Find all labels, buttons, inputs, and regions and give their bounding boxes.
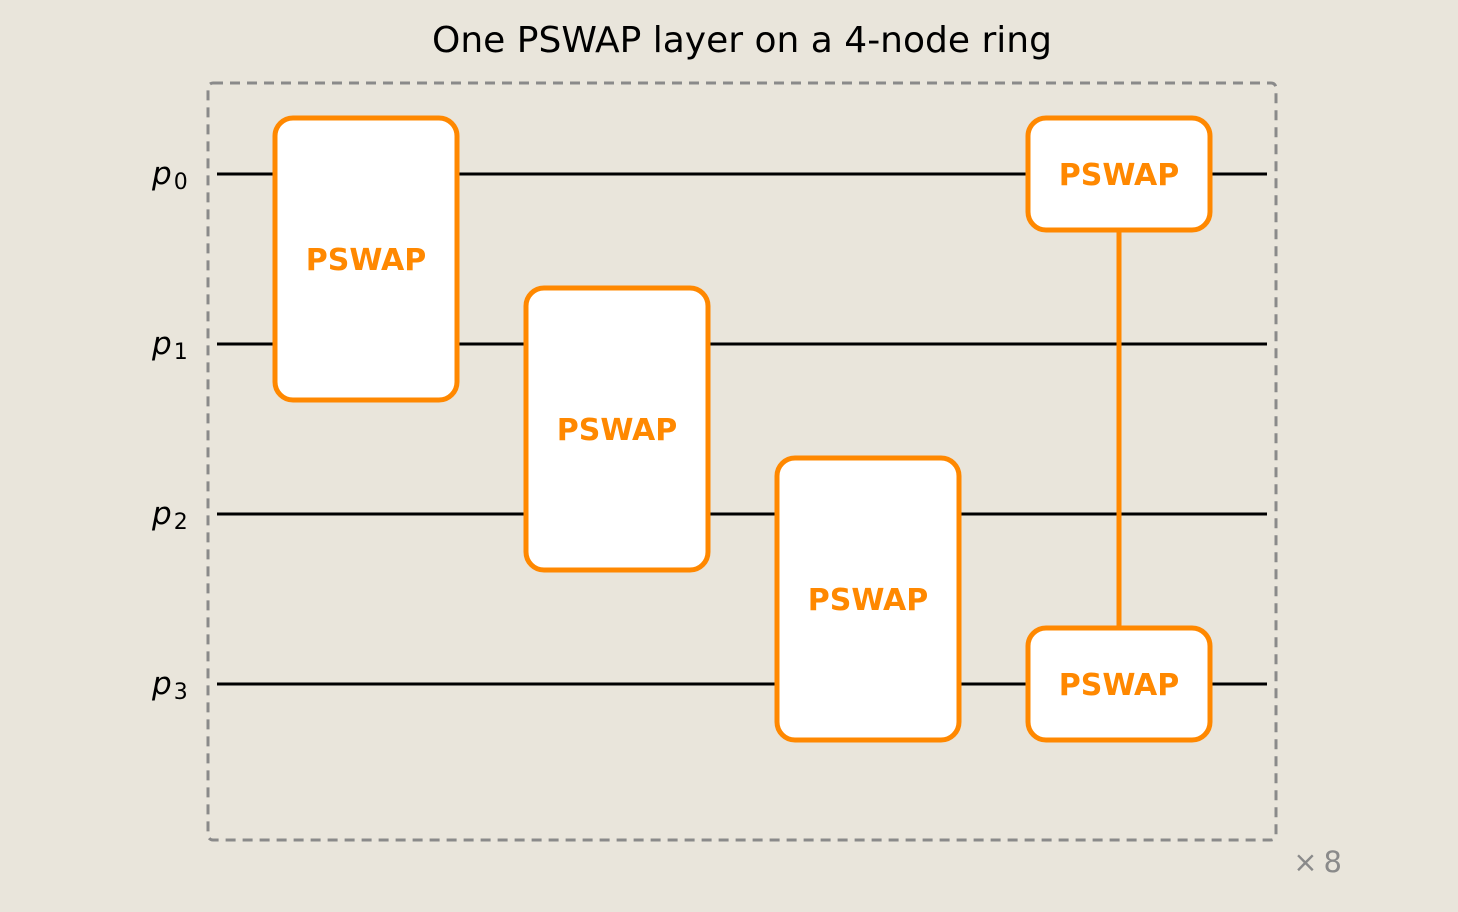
wire-label-symbol: p [151, 156, 172, 192]
repeat-times-symbol: × [1293, 845, 1317, 879]
wire-label-subscript: 1 [174, 340, 188, 365]
pswap-gate-0-box [272, 115, 460, 403]
repeat-frame [206, 81, 1278, 842]
wire-label-2: p2 [151, 496, 188, 535]
wire-label-3: p3 [151, 666, 188, 705]
wire-label-subscript: 3 [174, 680, 188, 705]
wire-label-1: p1 [151, 326, 188, 365]
pswap-gate-3-bottom-label: PSWAP [1059, 668, 1180, 703]
wire-label-subscript: 2 [174, 510, 188, 535]
wire-label-symbol: p [151, 666, 172, 702]
wire-label-subscript: 0 [174, 170, 188, 195]
pswap-gate-3-top-label: PSWAP [1059, 158, 1180, 193]
wire-label-0: p0 [151, 156, 188, 195]
pswap-gate-3-top-box [1025, 115, 1213, 233]
pswap-gate-1-box [523, 285, 711, 573]
pswap-gate-0-label: PSWAP [306, 243, 427, 278]
diagram-title: One PSWAP layer on a 4-node ring [432, 20, 1052, 61]
pswap-gate-2-box [774, 455, 962, 743]
wire-label-symbol: p [151, 326, 172, 362]
repeat-count: 8 [1324, 845, 1342, 879]
pswap-gate-2-label: PSWAP [808, 583, 929, 618]
repeat-count-label: ×8 [1293, 845, 1342, 879]
pswap-gate-3-bottom-box [1025, 625, 1213, 743]
pswap-gate-1-label: PSWAP [557, 413, 678, 448]
wire-label-symbol: p [151, 496, 172, 532]
gates-layer: PSWAP PSWAP PSWAP PSWAP PSWAP [272, 115, 1213, 743]
